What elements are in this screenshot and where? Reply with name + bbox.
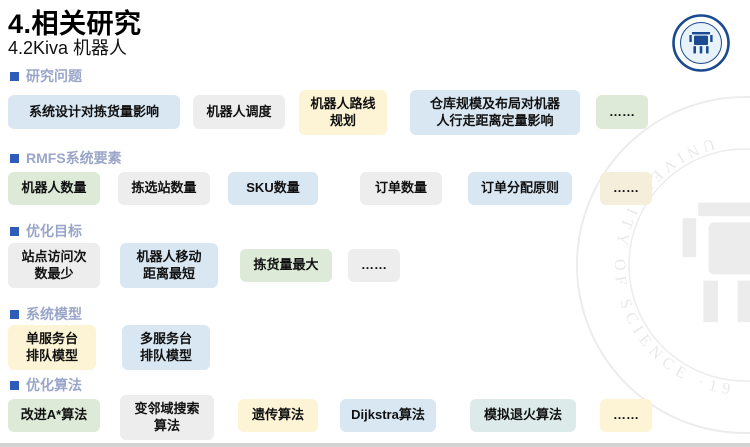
section-header-rmfs-elements: RMFS系统要素: [10, 148, 122, 168]
section-title: RMFS系统要素: [26, 150, 122, 166]
section-header-system-models: 系统模型: [10, 304, 82, 324]
topic-box: Dijkstra算法: [340, 399, 436, 432]
ustb-ding-emblem: [689, 32, 713, 54]
topic-box: 单服务台 排队模型: [8, 325, 96, 370]
topic-box: 改进A*算法: [8, 399, 100, 432]
topic-box: 变邻域搜索 算法: [120, 395, 214, 440]
topic-box: 订单分配原则: [468, 172, 572, 205]
section-title: 优化目标: [26, 223, 82, 239]
topic-box: 机器人路线 规划: [299, 90, 387, 135]
topic-box: 站点访问次 数最少: [8, 243, 100, 288]
topic-box-ellipsis: ……: [600, 172, 652, 205]
section-title: 优化算法: [26, 377, 82, 393]
bullet-square-icon: [10, 309, 19, 319]
section-header-research-questions: 研究问题: [10, 66, 82, 86]
topic-box: 多服务台 排队模型: [122, 325, 210, 370]
section-title: 系统模型: [26, 306, 82, 322]
watermark-university-seal: UNIVERSITY OF SCIENCE ·19: [576, 96, 750, 434]
topic-box-ellipsis: ……: [596, 95, 648, 129]
topic-box: SKU数量: [228, 172, 318, 205]
section-header-optimization-algorithms: 优化算法: [10, 375, 82, 395]
bottom-divider: [0, 443, 750, 447]
topic-box-ellipsis: ……: [348, 249, 400, 282]
topic-box: 机器人数量: [8, 172, 100, 205]
topic-box: 遗传算法: [238, 399, 318, 432]
section-header-optimization-goals: 优化目标: [10, 221, 82, 241]
topic-box-ellipsis: ……: [600, 399, 652, 432]
bullet-square-icon: [10, 380, 19, 390]
page-title: 4.相关研究: [8, 9, 142, 39]
page-subtitle: 4.2Kiva 机器人: [8, 38, 128, 58]
topic-box: 系统设计对拣货量影响: [8, 95, 180, 129]
bullet-square-icon: [10, 226, 19, 236]
ustb-logo-icon: [672, 14, 730, 72]
section-title: 研究问题: [26, 68, 82, 84]
watermark-ding-emblem: [682, 202, 750, 323]
topic-box: 订单数量: [360, 172, 442, 205]
bullet-square-icon: [10, 153, 19, 163]
topic-box: 拣选站数量: [118, 172, 210, 205]
topic-box: 模拟退火算法: [470, 399, 576, 432]
bullet-square-icon: [10, 71, 19, 81]
topic-box: 拣货量最大: [240, 249, 332, 282]
topic-box: 仓库规模及布局对机器 人行走距离定量影响: [410, 90, 580, 135]
topic-box: 机器人移动 距离最短: [120, 243, 218, 288]
topic-box: 机器人调度: [193, 95, 285, 129]
